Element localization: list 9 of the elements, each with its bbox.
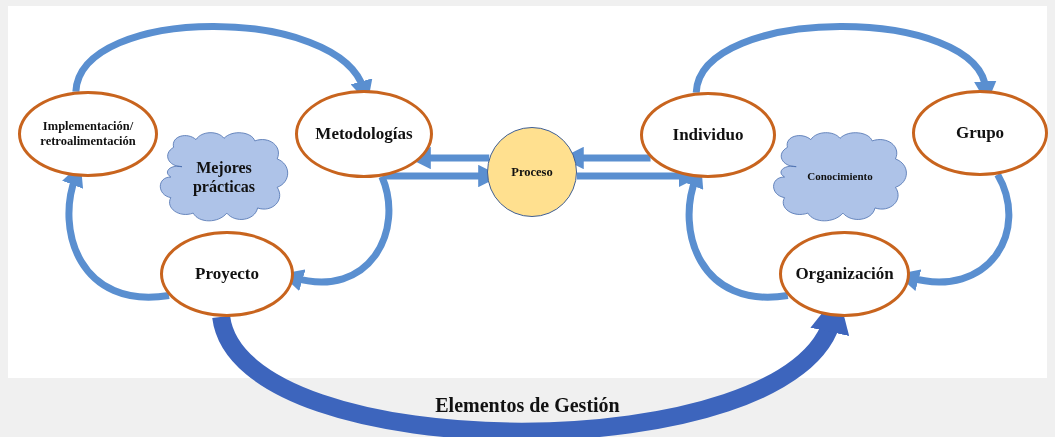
- node-label: Proyecto: [195, 263, 259, 285]
- node-label: Proceso: [511, 164, 553, 180]
- node-label: Mejores prácticas: [191, 157, 257, 197]
- node-label: Conocimiento: [807, 170, 873, 184]
- node-label: Organización: [795, 263, 894, 285]
- node-label: Metodologías: [315, 123, 413, 145]
- node-label: Grupo: [955, 122, 1005, 144]
- node-label: Implementación/ retroalimentación: [39, 119, 137, 149]
- node-label: Individuo: [672, 124, 744, 146]
